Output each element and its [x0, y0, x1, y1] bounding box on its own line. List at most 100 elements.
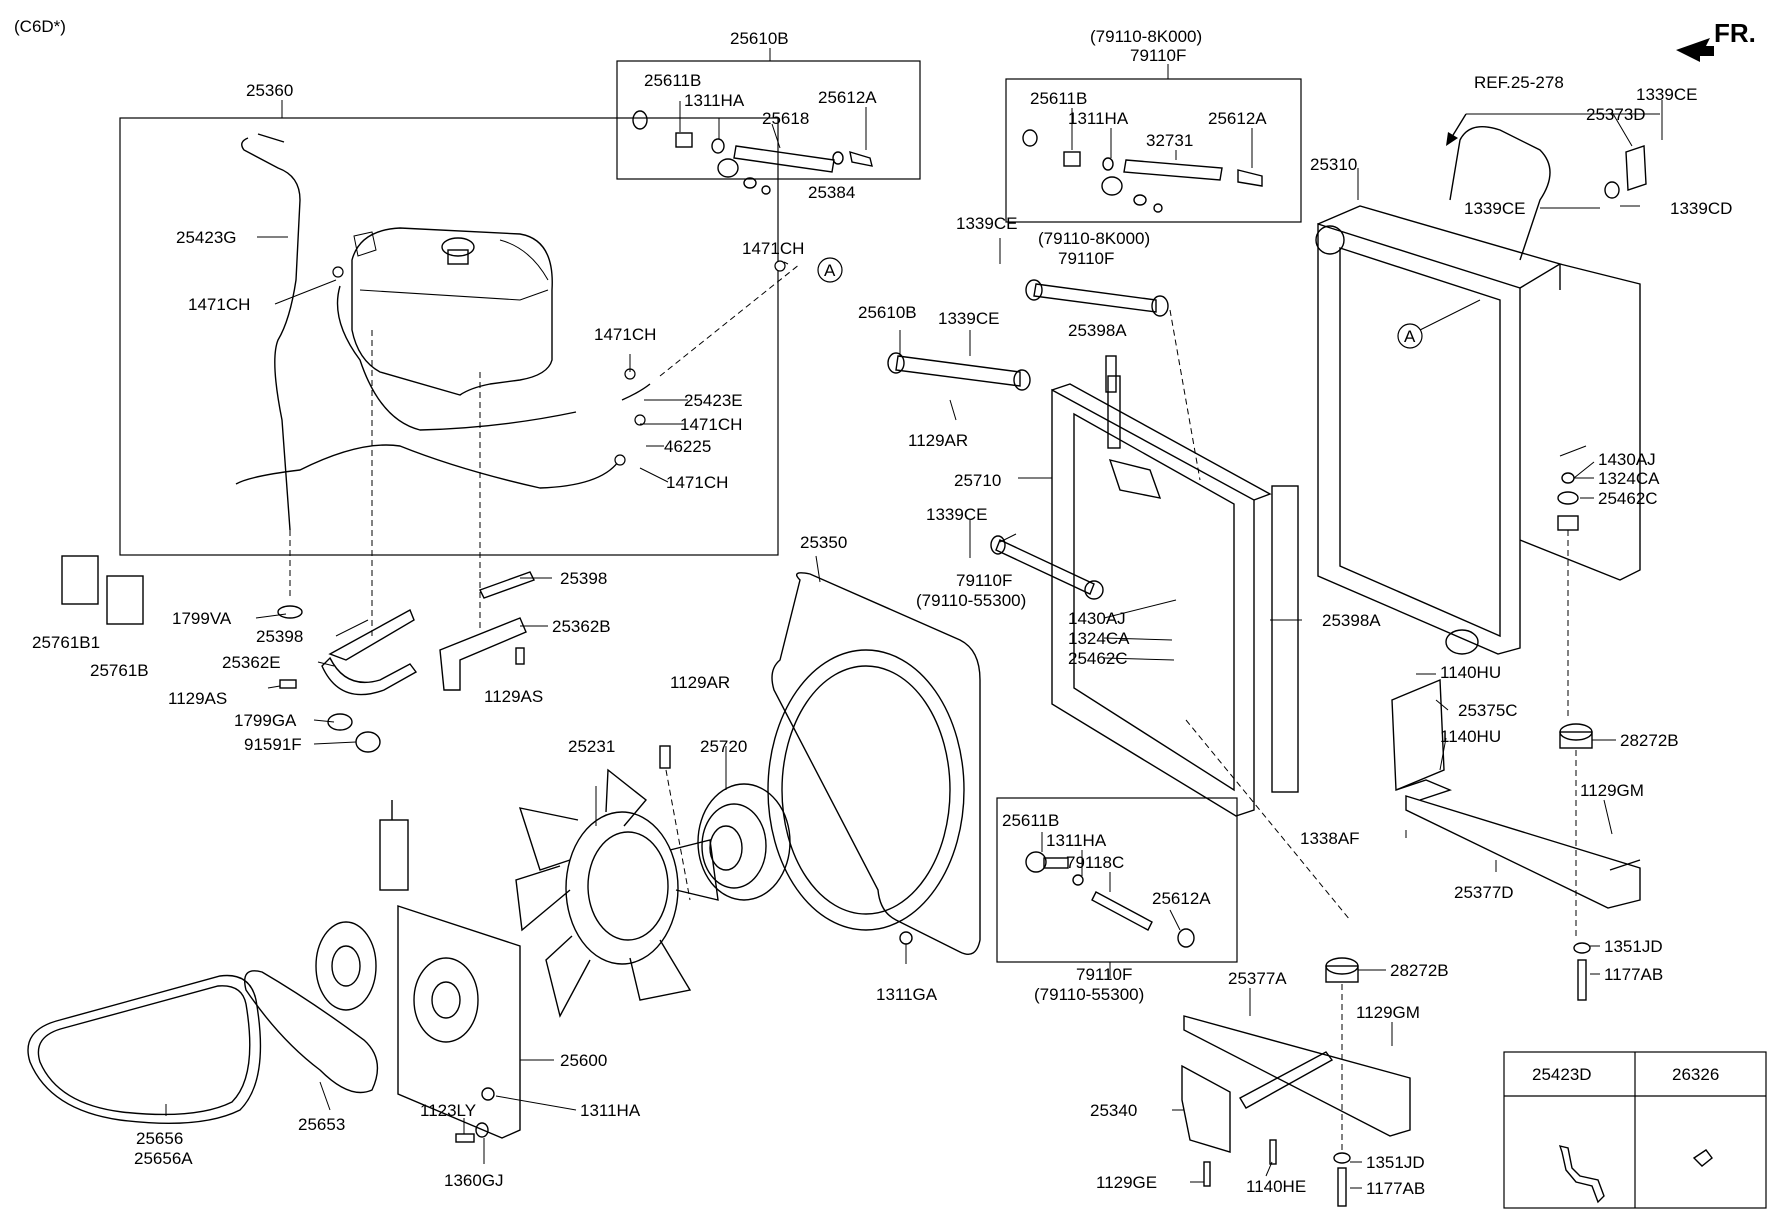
callout-c66: 25653 — [298, 1115, 345, 1134]
fan-shroud-25350 — [767, 572, 981, 955]
callout-c80: 1338AF — [1300, 829, 1360, 848]
callout-c37: REF.25-278 — [1474, 73, 1564, 92]
radiator-side-bracket-25373D — [1604, 145, 1647, 199]
cooling-fan-25231 — [515, 768, 719, 1018]
legend-header-25423D: 25423D — [1532, 1065, 1592, 1084]
callout-c51: 1129AS — [168, 689, 227, 708]
lower-support-25377D — [1405, 795, 1641, 909]
callout-c86: 1129GM — [1356, 1003, 1420, 1022]
callout-c65: 25656A — [134, 1149, 193, 1168]
callout-c41: 1339CE — [1464, 199, 1525, 218]
callout-c34: 1324CA — [1068, 629, 1130, 648]
bolt-1123LY — [455, 1133, 475, 1143]
callout-c14: 25612A — [818, 88, 877, 107]
callout-c31: 79110F — [956, 571, 1012, 590]
bolt-1129AS-left — [279, 679, 297, 689]
callout-c18: 25611B — [1030, 89, 1087, 108]
front-direction-label: FR. — [1714, 18, 1756, 48]
hose-kit-25610B-leaders — [679, 101, 867, 150]
seal-strip-25398A-top — [1105, 355, 1117, 393]
callout-c50: 25362E — [222, 653, 281, 672]
callout-c78: 28272B — [1620, 731, 1679, 750]
radiator-frame-25710 — [1051, 375, 1272, 817]
callout-c47: 25761B — [90, 661, 149, 680]
nut-1311GA — [899, 931, 913, 945]
callout-c61: 1311GA — [876, 985, 938, 1004]
callout-c62: 25600 — [560, 1051, 607, 1070]
callout-c24: 79110F — [1058, 249, 1114, 268]
callout-c43: 1430AJ — [1598, 450, 1656, 469]
nut-1311HA-lower — [481, 1087, 495, 1101]
lower-mount-hardware — [1203, 957, 1359, 1207]
callout-c88: 1129GE — [1096, 1173, 1157, 1192]
callout-c91: 1177AB — [1366, 1179, 1425, 1198]
callout-c21: 25612A — [1208, 109, 1267, 128]
callout-c03: 1471CH — [188, 295, 250, 314]
reference-marker-a-radiator — [1397, 323, 1423, 349]
callout-c28: 1129AR — [908, 431, 968, 450]
model-code: (C6D*) — [14, 17, 66, 36]
hose-clamps — [332, 260, 786, 466]
callout-c09: 1471CH — [594, 325, 656, 344]
reservoir-hoses — [235, 133, 651, 531]
callout-c73: 79110F — [1076, 965, 1132, 984]
callout-c67: 1123LY — [420, 1101, 476, 1120]
callout-c75: 1140HU — [1440, 663, 1501, 682]
callout-c22: 1339CE — [956, 214, 1017, 233]
hose-kit-79110F-box — [1005, 78, 1302, 223]
reference-marker-a-top — [817, 257, 843, 283]
callout-c83: 1177AB — [1604, 965, 1663, 984]
callout-c84: 28272B — [1390, 961, 1449, 980]
callout-c02: 25423G — [176, 228, 237, 247]
callout-c48: 1799VA — [172, 609, 232, 628]
bolt-1129AS-right — [515, 647, 525, 665]
callout-c72: 25612A — [1152, 889, 1211, 908]
callout-c17: 79110F — [1130, 46, 1186, 65]
bracket-25375C — [1391, 678, 1452, 801]
callout-c36: 25398A — [1322, 611, 1381, 630]
reservoir-bracket-right — [439, 571, 535, 691]
hose-79110F-55300 — [990, 535, 1104, 600]
callout-c46: 25761B1 — [32, 633, 100, 652]
callout-c79: 1129GM — [1580, 781, 1644, 800]
callout-c27: 25398A — [1068, 321, 1127, 340]
reservoir-group-box — [119, 117, 779, 556]
bolt-1129AR-lower — [659, 745, 671, 769]
callout-c10: 25610B — [730, 29, 789, 48]
callout-c76: 25375C — [1458, 701, 1518, 720]
hose-kit-25610B-parts — [632, 110, 873, 195]
callout-c33: 1430AJ — [1068, 609, 1126, 628]
idler-pulley-assembly-25600 — [315, 800, 521, 1139]
callout-c77: 1140HU — [1440, 727, 1501, 746]
drive-belt-25656 — [27, 974, 262, 1125]
callout-c69: 25611B — [1002, 811, 1059, 830]
callout-c89: 1140HE — [1246, 1177, 1306, 1196]
warning-label-25761B — [106, 575, 144, 625]
seal-strip-25398A — [1271, 485, 1299, 793]
legend-hose-25423D-icon — [1558, 1145, 1605, 1204]
hose-kit-79110F-lower-parts — [1025, 851, 1195, 948]
callout-c30: 1339CE — [926, 505, 987, 524]
warning-label-25761B1 — [61, 555, 99, 605]
callout-c44: 1324CA — [1598, 469, 1660, 488]
leader-lines — [165, 100, 1663, 1189]
callout-c74: (79110-55300) — [1034, 985, 1144, 1004]
reference-marker-a-radiator-label: A — [1404, 327, 1416, 346]
upper-radiator-hose — [1025, 279, 1169, 317]
callout-c53: 91591F — [244, 735, 302, 754]
hose-kit-79110F-lower-box — [996, 797, 1238, 963]
callout-c90: 1351JD — [1366, 1153, 1425, 1172]
legend-header-26326: 26326 — [1672, 1065, 1719, 1084]
callout-c40: 25310 — [1310, 155, 1357, 174]
callout-c49: 25398 — [256, 627, 303, 646]
callout-c64: 25656 — [136, 1129, 183, 1148]
reference-marker-a-top-label: A — [824, 261, 836, 280]
hose-kit-25610B-box — [616, 60, 921, 180]
callout-c13: 25618 — [762, 109, 809, 128]
callout-c63: 1311HA — [580, 1101, 641, 1120]
callout-c16: (79110-8K000) — [1090, 27, 1202, 46]
callout-c05: 25423E — [684, 391, 743, 410]
radiator-25310 — [1315, 126, 1641, 655]
